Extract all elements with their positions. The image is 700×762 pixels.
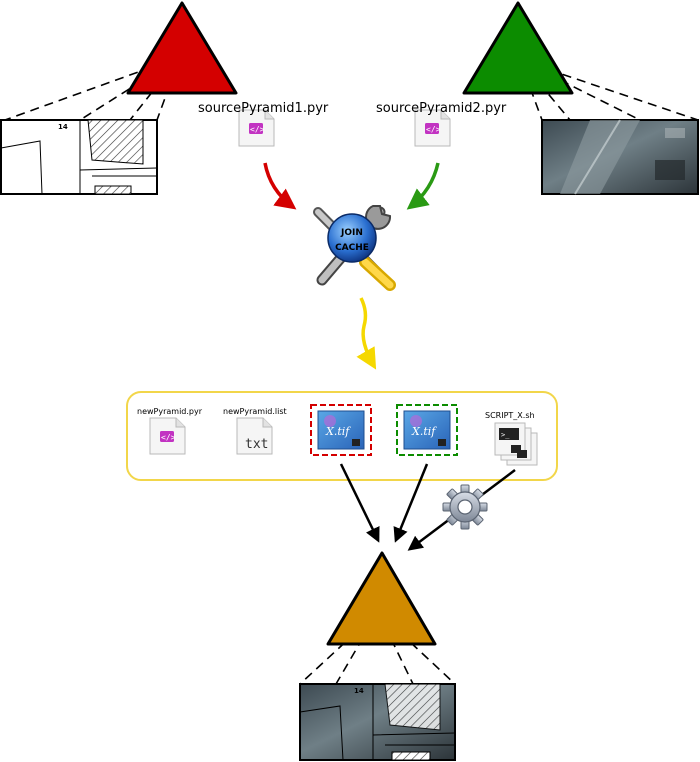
pyr-file-icon: </> <box>149 417 186 455</box>
red-dashed-frame <box>310 404 372 456</box>
tif-file-icon-red: X.tif <box>317 410 365 450</box>
tif-icon-text: X.tif <box>411 425 437 438</box>
badge-line-1: JOIN <box>340 228 363 238</box>
yellow-output-arrow <box>356 297 377 370</box>
green-input-arrow <box>406 162 440 210</box>
source-pyramid-2-filename: sourcePyramid2.pyr <box>376 101 507 116</box>
svg-text:</>: </> <box>161 433 176 442</box>
green-pyramid-triangle <box>462 1 574 95</box>
new-pyramid-pyr-label: newPyramid.pyr <box>137 407 203 416</box>
source-pyramid-1-filename: sourcePyramid1.pyr <box>198 101 329 116</box>
output-files-box: newPyramid.pyr </> newPyramid.list txt X… <box>126 391 558 481</box>
gear-icon <box>442 484 488 530</box>
source-pyramid-2: </> sourcePyramid2.pyr <box>376 1 699 195</box>
cadastral-map-tile: 14 <box>0 119 158 195</box>
tif-icon-text: X.tif <box>325 425 351 438</box>
svg-text:</>: </> <box>426 125 441 134</box>
result-pyramid: 14 <box>299 551 456 761</box>
join-cache-tool-icon: JOIN CACHE <box>313 205 396 291</box>
green-dashed-frame <box>396 404 458 456</box>
green-tif-to-result-arrow <box>393 463 429 543</box>
script-files-icon: >_ <box>494 422 538 466</box>
red-input-arrow <box>263 162 297 210</box>
script-file-label: SCRIPT_X.sh <box>485 411 535 420</box>
pyr-file-icon: </> <box>414 109 451 147</box>
orange-pyramid-triangle <box>326 551 437 646</box>
svg-text:</>: </> <box>250 125 265 134</box>
svg-text:>_: >_ <box>501 431 510 439</box>
red-pyramid-triangle <box>126 1 238 95</box>
parcel-number-label: 14 <box>58 123 68 131</box>
globe-badge <box>327 213 377 263</box>
red-tif-to-result-arrow <box>339 463 380 543</box>
badge-line-2: CACHE <box>335 243 369 253</box>
aerial-photo-tile <box>541 119 699 195</box>
txt-icon-text: txt <box>245 437 268 452</box>
pyr-file-icon: </> <box>238 109 275 147</box>
tif-file-icon-green: X.tif <box>403 410 451 450</box>
merged-map-tile: 14 <box>299 683 456 761</box>
source-pyramid-1: 14 </> sourcePyramid1.pyr <box>0 1 329 195</box>
parcel-number-label: 14 <box>354 687 364 695</box>
new-pyramid-list-label: newPyramid.list <box>223 407 287 416</box>
txt-file-icon: txt <box>236 417 273 455</box>
